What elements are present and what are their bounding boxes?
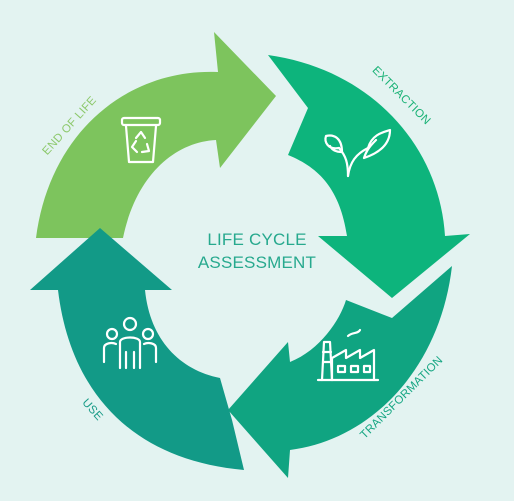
segment-extraction (268, 55, 470, 298)
leaves-icon (324, 128, 392, 178)
people-icon (102, 316, 158, 370)
label-use: USE (80, 397, 105, 423)
center-title-line-2: ASSESSMENT (198, 253, 316, 272)
center-title-line-1: LIFE CYCLE (207, 230, 306, 249)
recycle-bin-icon (120, 116, 162, 164)
factory-icon (316, 328, 380, 382)
segment-use (30, 228, 244, 470)
